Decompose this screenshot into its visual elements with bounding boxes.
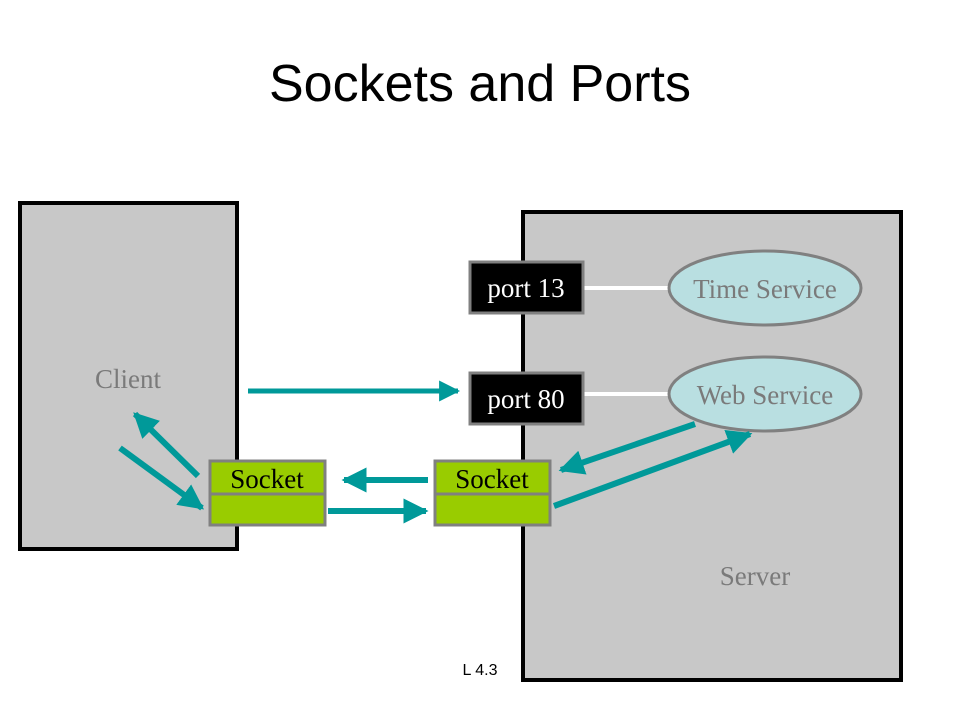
socket-to-web-service-arrow xyxy=(552,429,753,509)
slide-title: Sockets and Ports xyxy=(269,55,691,113)
server-socket-label: Socket xyxy=(455,464,529,494)
port-80-box xyxy=(468,371,585,426)
port-13-box xyxy=(468,260,585,315)
socket-to-client-arrow xyxy=(132,411,201,479)
port-13-label: port 13 xyxy=(487,273,564,303)
server-socket-top xyxy=(433,459,552,496)
time-service-label: Time Service xyxy=(693,274,837,304)
client-socket-bottom xyxy=(208,492,327,527)
slide-footer: L 4.3 xyxy=(462,662,498,679)
web-service-label: Web Service xyxy=(697,380,834,410)
web-service-to-socket-arrow xyxy=(558,421,696,475)
time-service-ellipse xyxy=(667,249,863,327)
server-socket-bottom xyxy=(433,492,552,527)
port-80-label: port 80 xyxy=(487,384,564,414)
server-label: Server xyxy=(720,561,790,591)
client-label: Client xyxy=(95,364,161,394)
web-service-ellipse xyxy=(667,355,863,433)
client-to-socket-arrow xyxy=(118,445,205,511)
client-socket-label: Socket xyxy=(230,464,304,494)
